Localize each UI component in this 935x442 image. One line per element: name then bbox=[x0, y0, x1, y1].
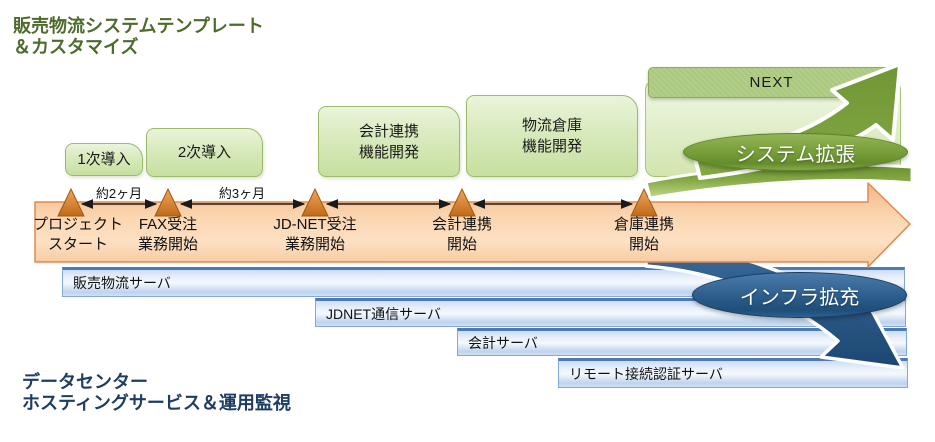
server-bar-label: リモート接続認証サーバ bbox=[569, 366, 723, 382]
system-expansion-badge: システム拡張 bbox=[683, 133, 908, 171]
footer-title-line2: ホスティングサービス＆運用監視 bbox=[22, 393, 291, 413]
server-bar-accounting: 会計サーバ bbox=[457, 328, 907, 356]
phase-box-warehouse-dev: 物流倉庫 機能開発 bbox=[466, 95, 638, 177]
footer-title: データセンター ホスティングサービス＆運用監視 bbox=[22, 372, 291, 414]
milestone-label: 倉庫連携 開始 bbox=[613, 216, 674, 253]
phase-box-second-rollout: 2次導入 bbox=[146, 128, 263, 177]
phase-box-accounting-dev: 会計連携 機能開発 bbox=[318, 106, 460, 177]
milestone-label: プロジェクト スタート bbox=[32, 216, 123, 253]
milestone-marker bbox=[301, 187, 329, 217]
footer-title-line1: データセンター bbox=[22, 372, 148, 392]
phase-box-first-rollout: 1次導入 bbox=[65, 143, 143, 176]
server-bar-label: 販売物流サーバ bbox=[73, 275, 171, 291]
next-phase-header: NEXT bbox=[648, 67, 895, 98]
page-title-line1: 販売物流システムテンプレート bbox=[13, 16, 264, 36]
system-expansion-label: システム拡張 bbox=[735, 143, 856, 166]
page-title-line2: ＆カスタマイズ bbox=[13, 37, 139, 57]
milestone-marker bbox=[448, 187, 476, 217]
server-bar-label: 会計サーバ bbox=[468, 335, 538, 351]
milestone-label: 会計連携 開始 bbox=[431, 216, 492, 253]
server-bar-label: JDNET通信サーバ bbox=[326, 305, 441, 322]
server-bar-remote-auth: リモート接続認証サーバ bbox=[558, 358, 908, 388]
duration-label: 約3ヶ月 bbox=[218, 186, 266, 201]
infra-expansion-label: インフラ拡充 bbox=[739, 286, 860, 309]
milestone-marker bbox=[154, 187, 182, 217]
next-label: NEXT bbox=[749, 74, 794, 91]
page-title: 販売物流システムテンプレート ＆カスタマイズ bbox=[13, 16, 264, 58]
milestone-marker bbox=[57, 187, 85, 217]
milestone-label: JD-NET受注 業務開始 bbox=[273, 216, 357, 253]
milestone-label: FAX受注 業務開始 bbox=[137, 216, 198, 253]
milestone-marker bbox=[630, 187, 658, 217]
duration-label: 約2ヶ月 bbox=[95, 186, 143, 201]
infra-expansion-badge: インフラ拡充 bbox=[692, 272, 907, 318]
